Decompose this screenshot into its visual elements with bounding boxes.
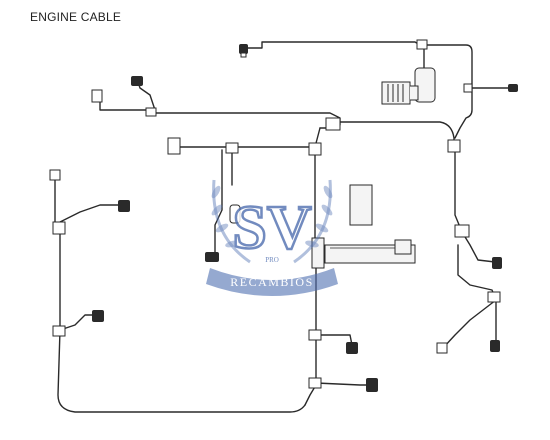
connector-upper-left-2	[131, 76, 143, 86]
junction-middle-1	[325, 117, 341, 131]
connector-central-low	[366, 378, 378, 392]
wire-upper-left-zig	[137, 81, 156, 111]
wire-middle-cross	[319, 121, 455, 149]
connector-left-top-end	[49, 169, 61, 181]
relay-module	[381, 67, 436, 105]
wire-right-vertical	[454, 147, 496, 263]
connector-left-lower-end	[92, 310, 104, 322]
wire-right-lower-diag	[442, 299, 497, 349]
junction-central-1	[308, 329, 322, 341]
watermark-monogram: SV	[232, 194, 311, 262]
connector-right-diag-end	[436, 342, 448, 354]
connector-left-branch-end	[118, 200, 130, 212]
junction-left-2	[52, 325, 66, 337]
wire-left-loop-branch	[59, 204, 121, 223]
wire-left-lower-branch	[59, 314, 96, 331]
wire-left-mid-drop2	[214, 149, 223, 257]
wire-upper-middle	[99, 99, 341, 126]
connector-central-right	[346, 342, 358, 354]
connector-top-right-inline2	[463, 83, 473, 93]
wire-top-trunk	[244, 41, 473, 139]
connector-left-mid-end	[167, 137, 181, 155]
watermark-ribbon	[206, 268, 338, 296]
connector-top-right	[508, 84, 518, 92]
junction-left-1	[52, 221, 66, 235]
connector-right-end	[492, 257, 502, 269]
engine-component-block	[311, 184, 416, 269]
connectors	[49, 39, 518, 392]
watermark-ribbon-text: RECAMBIOS	[230, 275, 314, 289]
junction-middle-2	[447, 139, 461, 153]
connector-right-low-end	[490, 340, 500, 352]
connector-right-low-inline	[487, 291, 501, 303]
connector-upper-middle-inline	[145, 107, 157, 117]
connector-right-inline	[454, 224, 470, 238]
wire-left-mid	[175, 127, 321, 148]
junction-left-mid	[308, 142, 322, 156]
wire-right-lower	[457, 244, 497, 341]
connector-left-lower	[205, 252, 219, 262]
junction-central-2	[308, 377, 322, 389]
diagram-title: ENGINE CABLE	[30, 10, 122, 24]
wire-left-loop	[54, 174, 306, 413]
connector-upper-left	[91, 89, 103, 103]
wire-central-branch-low	[315, 382, 371, 386]
watermark-logo: SV PRO RECAMBIOS	[206, 179, 338, 296]
wire-central-branch-right	[315, 334, 353, 346]
connector-top-right-inline	[416, 39, 428, 50]
watermark-pro: PRO	[265, 256, 279, 264]
connector-left-sensor	[229, 204, 241, 224]
connector-left-mid-tee	[225, 142, 239, 154]
connector-top	[239, 44, 248, 54]
connector-top-cap	[240, 52, 247, 58]
